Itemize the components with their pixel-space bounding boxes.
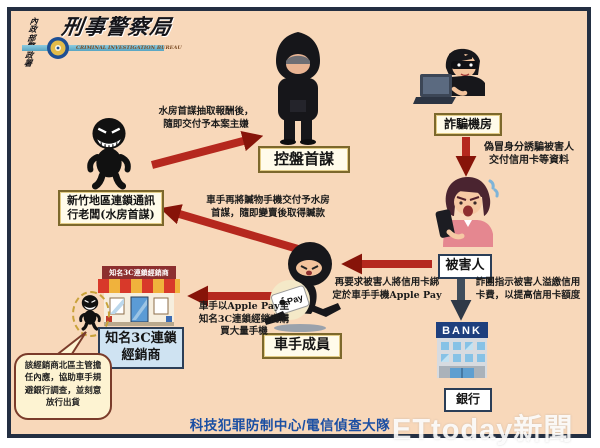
bank-sign-text: BANK — [442, 325, 482, 337]
launderer-devil-icon — [87, 117, 131, 190]
accomplice-highlight-oval — [72, 291, 110, 337]
annotation-launderer-to-mastermind: 水房首謀抽取報酬後， 隨即交付予本案主嫌 — [158, 106, 254, 130]
accomplice-devil-icon — [79, 295, 101, 331]
scam-room-hacker-icon — [413, 48, 485, 104]
apple-pay-card-text: Pay — [286, 292, 304, 306]
logo-agency-large: 刑事警察局 — [60, 14, 174, 39]
mastermind-hooded-figure-icon — [276, 32, 320, 145]
ettoday-watermark: ETtoday新聞雲 — [392, 414, 574, 446]
store-label: 知名3C連鎖 經銷商 — [98, 327, 184, 369]
mule-label: 車手成員 — [262, 333, 342, 359]
annotation-mule-to-store: 車手以Apple Pay至 知名3C連鎖經銷商購 買大量手機 — [198, 301, 290, 338]
victim-label: 被害人 — [438, 254, 492, 279]
bank-building-icon: BANK — [436, 322, 488, 378]
victim-figure-icon — [435, 177, 499, 247]
annotation-scamroom-to-victim: 偽冒身分誘騙被害人 交付信用卡等資料 — [484, 142, 574, 167]
annotation-victim-to-bank: 詐團指示被害人溢繳信用 卡費，以提高信用卡額度 — [475, 277, 581, 301]
store-sign-text: 知名3C連鎖經銷商 — [108, 268, 168, 277]
money-mule-ninja-icon: Pay — [264, 242, 341, 332]
launderer-label: 新竹地區連鎖通訊 行老闆(水房首謀) — [58, 190, 164, 226]
retail-store-icon: 知名3C連鎖經銷商 — [98, 266, 180, 326]
police-badge-icon — [47, 37, 69, 59]
annotation-mule-to-launderer: 車手再將贓物手機交付予水房 首謀，隨即變賣後取得贓款 — [206, 195, 330, 219]
footer-unit-name: 科技犯罪防制中心/電信偵查大隊 — [189, 418, 391, 433]
annotation-victim-to-mule: 再要求被害人將信用卡綁 定於車手手機Apple Pay — [332, 277, 442, 301]
mastermind-label: 控盤首謀 — [258, 146, 350, 173]
scam-room-label: 詐騙機房 — [434, 113, 502, 136]
logo-agency-en: CRIMINAL INVESTIGATION BUREAU — [76, 45, 182, 51]
bank-label: 銀行 — [444, 388, 492, 412]
logo-bar — [22, 45, 164, 51]
store-accomplice-bubble: 該經銷商北區主管擔 任內應，協助車手規 避銀行調查，並刻意 放行出貨 — [14, 353, 112, 420]
